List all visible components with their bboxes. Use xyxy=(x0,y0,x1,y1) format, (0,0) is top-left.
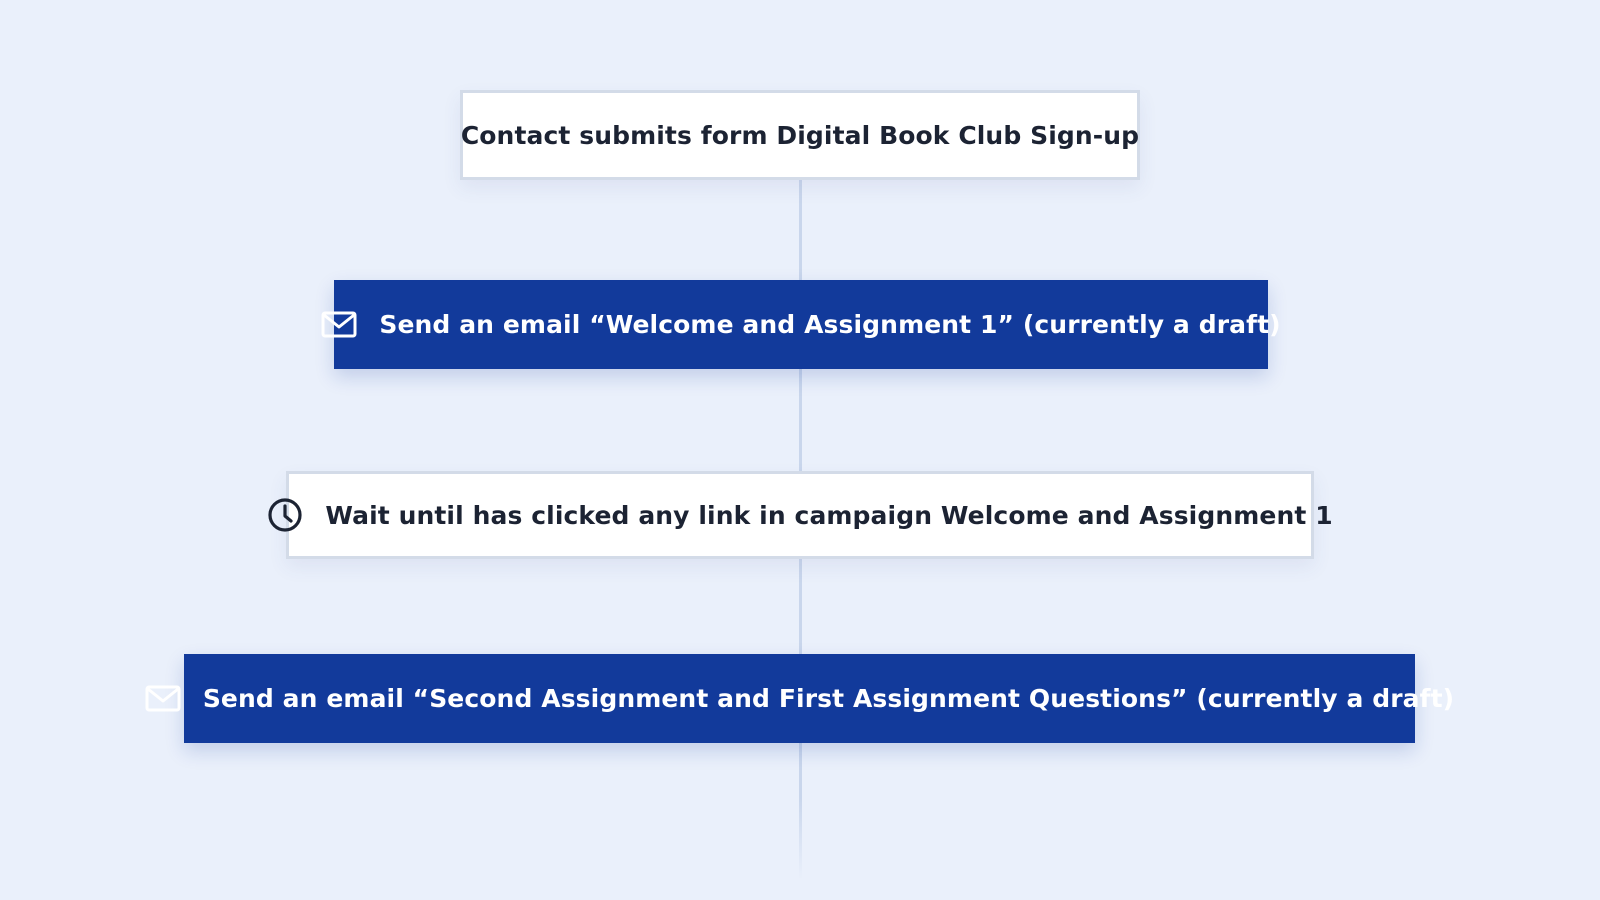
wait-node-link-clicked[interactable]: Wait until has clicked any link in campa… xyxy=(268,471,1333,559)
trigger-node-form-submitted[interactable]: Contact submits form Digital Book Club S… xyxy=(460,90,1140,180)
connector-line xyxy=(799,369,802,471)
wait-label: Wait until has clicked any link in campa… xyxy=(325,500,1333,530)
trigger-label: Contact submits form Digital Book Club S… xyxy=(460,120,1140,150)
action-label: Send an email “Second Assignment and Fir… xyxy=(202,684,1455,713)
action-label: Send an email “Welcome and Assignment 1”… xyxy=(379,310,1281,339)
envelope-icon xyxy=(145,685,181,712)
action-node-send-email[interactable]: Send an email “Welcome and Assignment 1”… xyxy=(321,280,1281,369)
envelope-icon xyxy=(321,311,357,338)
connector-line xyxy=(799,559,802,654)
connector-line xyxy=(799,743,802,880)
action-node-send-email[interactable]: Send an email “Second Assignment and Fir… xyxy=(145,654,1454,743)
connector-line xyxy=(799,180,802,280)
clock-icon xyxy=(267,497,303,533)
